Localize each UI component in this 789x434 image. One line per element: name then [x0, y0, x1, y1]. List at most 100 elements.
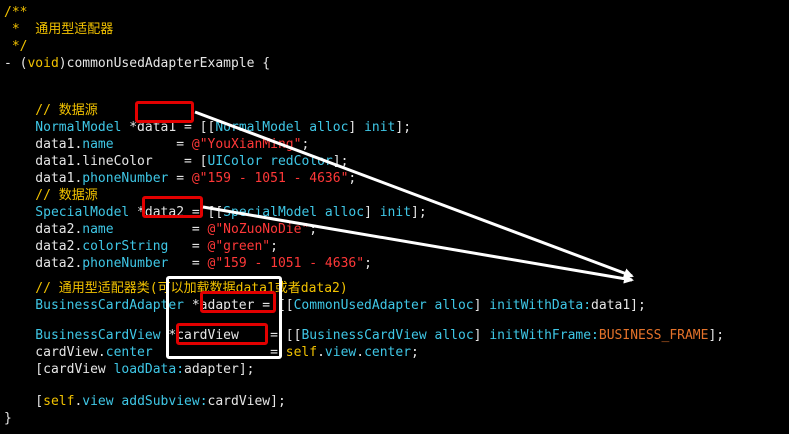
code-token: }: [4, 411, 12, 426]
code-token: data1.: [4, 171, 83, 186]
code-line-comment-title: * 通用型适配器: [4, 21, 114, 38]
code-token: = [[: [238, 328, 302, 343]
method-token: loadData:: [113, 362, 185, 377]
code-token: =: [168, 171, 192, 186]
code-token: data1.: [4, 137, 83, 152]
property-token: view: [82, 394, 114, 409]
code-token: ;: [270, 239, 278, 254]
method-token: init: [379, 205, 412, 220]
highlight-box-data1: [135, 101, 194, 123]
code-token: ];: [708, 328, 725, 343]
code-line-comment-datasource-1: // 数据源: [4, 102, 98, 119]
highlight-box-data2: [142, 196, 203, 218]
code-line-data2-colorstring: data2.colorString = @"green";: [4, 238, 278, 255]
method-token: init: [364, 120, 396, 135]
comment-text: /**: [4, 5, 28, 20]
string-token: @"159 - 1051 - 4636": [207, 256, 365, 271]
macro-token: BUSINESS_FRAME: [598, 328, 709, 343]
code-line-closing-brace: }: [4, 410, 12, 427]
code-token: data2.: [4, 222, 83, 237]
code-token: ];: [395, 120, 412, 135]
code-token: ]: [364, 205, 380, 220]
class-token: BusinessCardView: [301, 328, 427, 343]
method-token: alloc: [309, 120, 349, 135]
property-token: name: [82, 137, 114, 152]
class-token: NormalModel: [4, 120, 122, 135]
method-token: initWithFrame:: [489, 328, 599, 343]
code-line-comment-open: /**: [4, 4, 27, 21]
code-token: ]: [473, 328, 490, 343]
code-token: data2.: [4, 256, 83, 271]
code-token: ]: [348, 120, 365, 135]
arrow-from-data1: [194, 110, 634, 278]
code-token: data2.: [4, 239, 83, 254]
class-token: SpecialModel: [4, 205, 130, 220]
code-token: - (: [4, 56, 28, 71]
string-token: @"green": [207, 239, 271, 254]
code-token: cardView.: [4, 345, 106, 360]
comment-text: // 数据源: [4, 188, 98, 203]
code-token: ;: [348, 171, 357, 186]
code-token: .: [74, 394, 83, 409]
class-token: CommonUsedAdapter: [293, 298, 427, 313]
variable-token-cardview: *cardView: [160, 328, 239, 343]
code-token: .: [317, 345, 325, 360]
code-line-loaddata: [cardView loadData:adapter];: [4, 361, 254, 378]
class-token: SpecialModel: [223, 205, 318, 220]
code-token: ;: [309, 222, 318, 237]
code-line-adapter-decl: BusinessCardAdapter *adapter = [[CommonU…: [4, 297, 646, 314]
class-token: UIColor: [207, 154, 263, 169]
property-token: name: [82, 222, 114, 237]
code-token: ]: [473, 298, 490, 313]
highlight-box-adapter: [200, 291, 276, 313]
comment-text: * 通用型适配器: [4, 22, 114, 37]
code-token: adapter];: [184, 362, 255, 377]
variable-token-adapter: *adapter: [184, 298, 255, 313]
code-line-data2-decl: SpecialModel *data2 = [[SpecialModel all…: [4, 204, 426, 221]
code-line-comment-close: */: [4, 38, 28, 55]
code-token: .: [356, 345, 365, 360]
method-token: addSubview:: [121, 394, 208, 409]
method-token: alloc: [434, 328, 474, 343]
arrow-from-data2: [202, 205, 634, 284]
code-token: =: [113, 222, 208, 237]
code-line-method-signature: - (void)commonUsedAdapterExample {: [4, 55, 270, 72]
comment-text: // 数据源: [4, 103, 98, 118]
property-token: center: [364, 345, 412, 360]
code-token: cardView];: [207, 394, 286, 409]
string-token: @"NoZuoNoDie": [207, 222, 310, 237]
code-token: ;: [364, 256, 372, 271]
code-token: =: [168, 256, 208, 271]
keyword-token: void: [27, 56, 59, 71]
code-line-data1-phone: data1.phoneNumber = @"159 - 1051 - 4636"…: [4, 170, 356, 187]
code-token: = [[: [176, 120, 216, 135]
comment-text: */: [4, 39, 28, 54]
method-token: initWithData:: [489, 298, 592, 313]
property-token: center: [105, 345, 153, 360]
code-line-cardview-decl: BusinessCardView *cardView = [[BusinessC…: [4, 327, 724, 344]
code-token: ;: [411, 345, 419, 360]
highlight-box-adapter-group: [166, 276, 282, 359]
class-token: BusinessCardAdapter: [4, 298, 185, 313]
highlight-box-cardview: [176, 323, 268, 345]
code-token: =: [152, 345, 286, 360]
code-token: data1];: [591, 298, 646, 313]
property-token: view: [324, 345, 357, 360]
property-token: phoneNumber: [82, 256, 169, 271]
variable-token-data1: *data1: [121, 120, 177, 135]
code-line-cardview-center: cardView.center = self.view.center;: [4, 344, 419, 361]
method-token: alloc: [434, 298, 474, 313]
string-token: @"159 - 1051 - 4636": [191, 171, 349, 186]
code-line-comment-datasource-2: // 数据源: [4, 187, 98, 204]
method-token: alloc: [324, 205, 365, 220]
keyword-token: self: [43, 394, 75, 409]
property-token: colorString: [82, 239, 169, 254]
code-line-addsubview: [self.view addSubview:cardView];: [4, 393, 286, 410]
code-token: =: [113, 137, 192, 152]
code-line-data2-name: data2.name = @"NoZuoNoDie";: [4, 221, 317, 238]
code-line-data1-decl: NormalModel *data1 = [[NormalModel alloc…: [4, 119, 411, 136]
code-token: )commonUsedAdapterExample {: [58, 56, 271, 71]
keyword-token: self: [285, 345, 318, 360]
code-token: = [: [152, 154, 208, 169]
